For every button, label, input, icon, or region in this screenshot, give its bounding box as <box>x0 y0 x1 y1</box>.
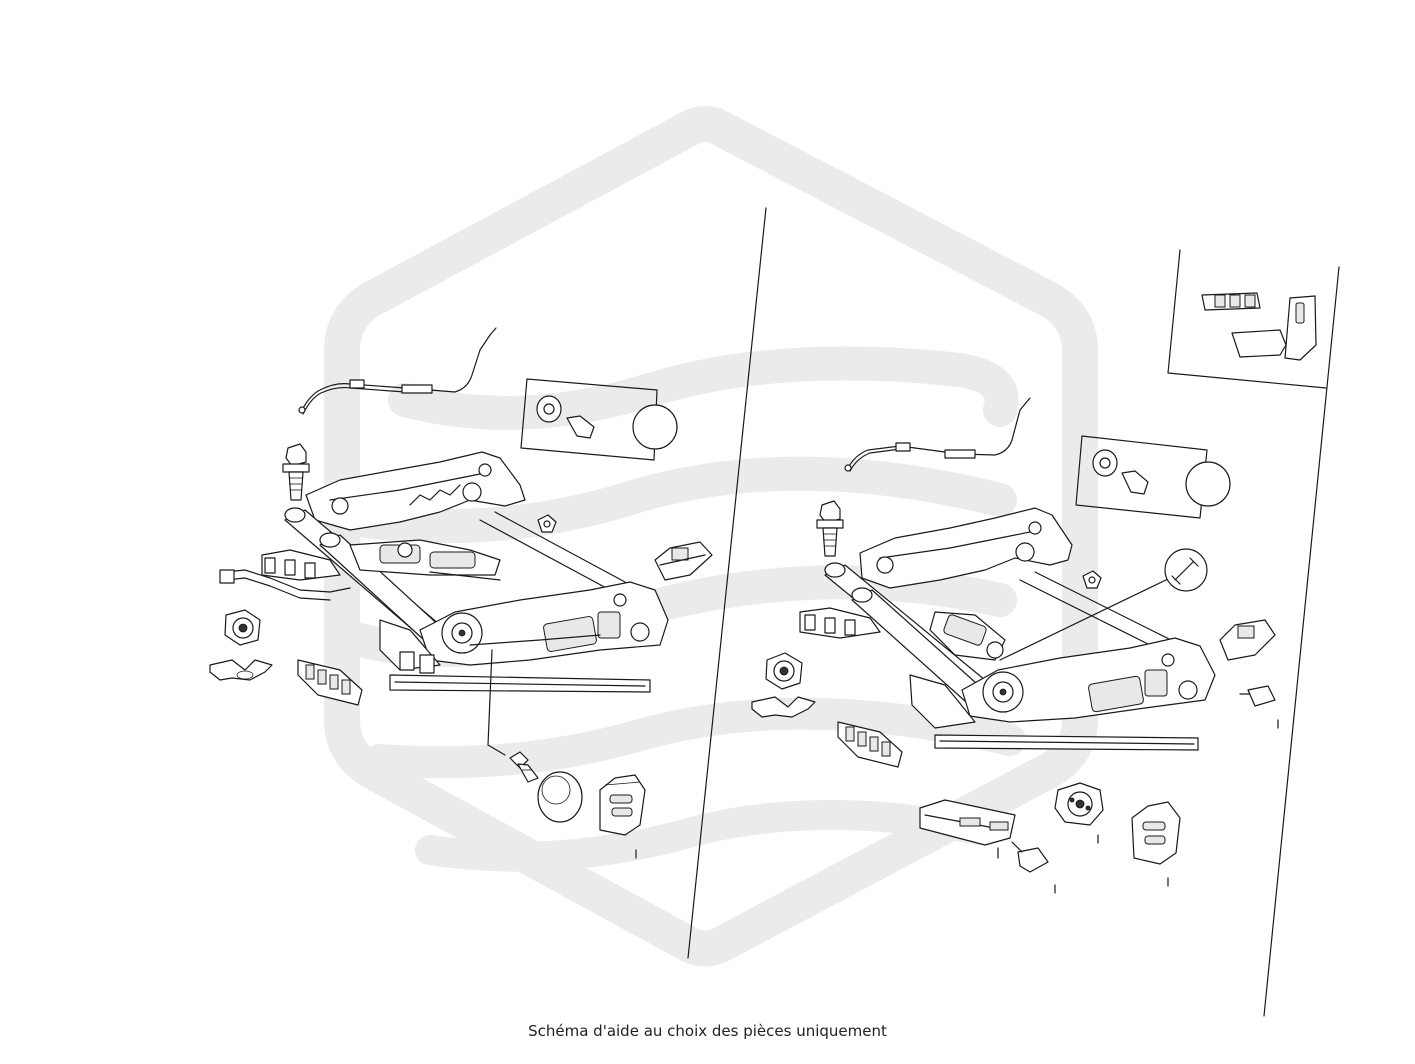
panel-divider-line <box>687 207 767 959</box>
plug-connector-icon <box>1011 841 1049 873</box>
seat-control-switch-icon <box>1201 292 1317 361</box>
seat-rail-left-icon <box>799 607 881 639</box>
motor-left-icon <box>224 609 261 646</box>
connector-housing-icon <box>654 541 713 581</box>
control-module-icon <box>919 799 1016 846</box>
fastener-kit-box <box>520 378 678 461</box>
seat-frame-upper-icon <box>305 451 526 531</box>
seat-frame-lower-icon <box>961 637 1216 723</box>
motor-left-icon <box>765 652 803 690</box>
bolt-icon <box>816 500 844 557</box>
left-seat-frame-assembly <box>209 327 713 859</box>
seat-frame-upper-icon <box>859 507 1073 589</box>
diagram-caption: Schéma d'aide au choix des pièces unique… <box>528 1022 887 1040</box>
seat-switch-housing-icon <box>1131 801 1181 865</box>
switch-panel-inset <box>1167 249 1327 389</box>
panel-right-border-line <box>1263 266 1340 1017</box>
cap-cover-icon <box>537 771 583 823</box>
fastener-kit-box <box>1075 435 1231 519</box>
bracket-clip-icon <box>751 696 816 718</box>
right-seat-frame-assembly <box>751 249 1327 894</box>
motor-gearbox-icon <box>929 611 1006 661</box>
leader-line <box>487 649 506 756</box>
slide-rail-icon <box>379 619 651 693</box>
bolt-icon <box>282 443 310 501</box>
motor-gearbox-icon <box>349 539 501 581</box>
plug-connector-icon <box>1239 685 1276 707</box>
round-motor-icon <box>1054 782 1104 826</box>
wrench-tool-icon <box>999 548 1208 661</box>
slide-rail-icon <box>909 674 1199 751</box>
nut-icon <box>537 514 557 533</box>
nut-icon <box>1082 570 1102 589</box>
connector-strip-icon <box>297 659 363 706</box>
connector-strip-icon <box>837 721 903 768</box>
seat-frame-lower-icon <box>419 581 669 666</box>
bracket-clip-icon <box>209 659 273 681</box>
bowden-cable-icon <box>298 327 497 415</box>
connector-housing-icon <box>1219 619 1276 661</box>
cross-tube-icon <box>824 562 1176 711</box>
wire-harness-icon <box>219 569 351 601</box>
cross-tube-icon <box>284 507 626 651</box>
seat-switch-housing-icon <box>599 774 646 836</box>
bowden-cable-icon <box>844 397 1031 472</box>
screw-icon <box>509 751 539 783</box>
